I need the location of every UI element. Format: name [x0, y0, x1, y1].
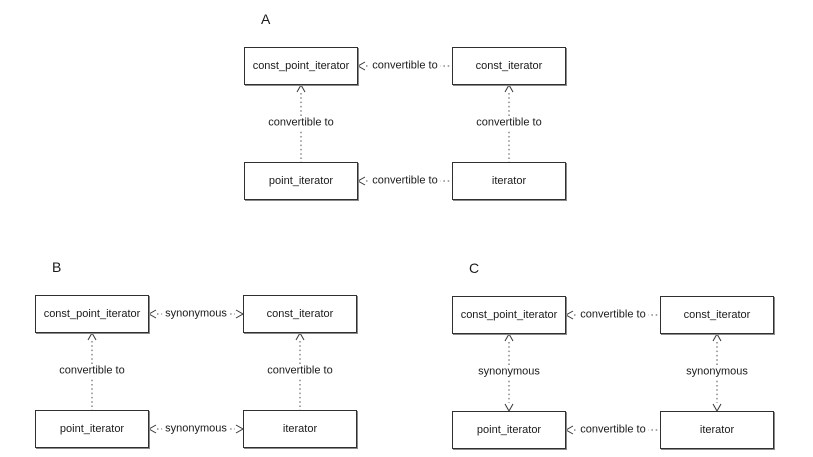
arrowhead-up-icon — [87, 331, 97, 341]
arrowhead-up-icon — [712, 332, 722, 342]
edge-label-left: convertible to — [265, 116, 337, 130]
node-point-iterator: point_iterator — [35, 410, 149, 448]
node-point-iterator: point_iterator — [452, 411, 566, 449]
arrowhead-up-icon — [296, 83, 306, 93]
node-const-point-iterator: const_point_iterator — [452, 296, 566, 334]
diagram-a: A const_point_iterator const_iterator po… — [244, 12, 574, 207]
edge-label-right: synonymous — [683, 365, 751, 379]
node-iterator: iterator — [660, 411, 774, 449]
arrowhead-left-icon — [356, 176, 366, 186]
node-iterator: iterator — [452, 162, 566, 200]
node-const-iterator: const_iterator — [660, 296, 774, 334]
node-const-iterator: const_iterator — [243, 295, 357, 333]
arrowhead-up-icon — [295, 331, 305, 341]
arrowhead-up-icon — [504, 83, 514, 93]
node-point-iterator: point_iterator — [244, 162, 358, 200]
node-const-point-iterator: const_point_iterator — [35, 295, 149, 333]
edge-label-right: convertible to — [264, 364, 336, 378]
arrowhead-right-icon — [235, 424, 245, 434]
diagram-c: C const_point_iterator const_iterator po… — [452, 261, 782, 456]
edge-label-left: synonymous — [475, 365, 543, 379]
arrowhead-left-icon — [356, 61, 366, 71]
edge-label-bottom: synonymous — [162, 422, 230, 436]
arrowhead-up-icon — [504, 332, 514, 342]
node-const-point-iterator: const_point_iterator — [244, 47, 358, 85]
arrowhead-down-icon — [712, 403, 722, 413]
edge-label-top: convertible to — [577, 308, 649, 322]
arrowhead-left-icon — [147, 309, 157, 319]
edge-label-right: convertible to — [473, 116, 545, 130]
arrowhead-right-icon — [235, 309, 245, 319]
arrowhead-left-icon — [564, 425, 574, 435]
diagram-b-label: B — [52, 259, 62, 275]
arrowhead-down-icon — [504, 403, 514, 413]
edge-label-top: synonymous — [162, 307, 230, 321]
edge-label-bottom: convertible to — [369, 174, 441, 188]
node-const-iterator: const_iterator — [452, 47, 566, 85]
edge-label-left: convertible to — [56, 364, 128, 378]
edge-label-bottom: convertible to — [577, 423, 649, 437]
edge-label-top: convertible to — [369, 59, 441, 73]
arrowhead-left-icon — [147, 424, 157, 434]
node-iterator: iterator — [243, 410, 357, 448]
arrowhead-left-icon — [564, 310, 574, 320]
diagram-c-label: C — [469, 260, 480, 276]
diagram-a-label: A — [261, 11, 271, 27]
diagram-b: B const_point_iterator const_iterator po… — [35, 260, 365, 455]
